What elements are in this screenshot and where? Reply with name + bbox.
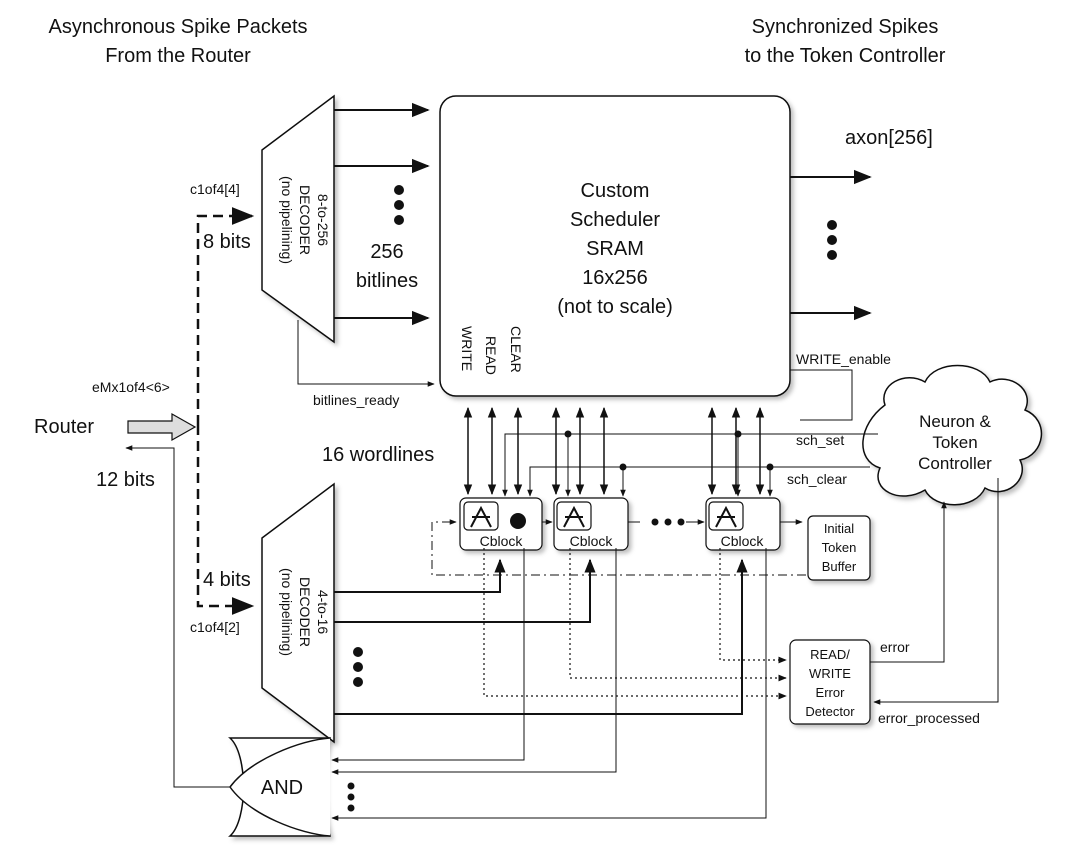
cblock-chain-ellipsis	[651, 518, 685, 526]
error-detector-line2: WRITE	[809, 666, 851, 681]
sram-port-write: WRITE	[459, 326, 475, 371]
and-input-ellipsis	[347, 782, 355, 812]
decoder-bottom-line3: (no pipelining)	[279, 568, 295, 656]
error-wire	[870, 501, 947, 663]
error-processed-label: error_processed	[878, 710, 980, 726]
router-input-arrow	[127, 412, 197, 442]
cblock-2: Cblock	[553, 497, 629, 551]
sram-line3: SRAM	[586, 238, 644, 260]
decoder-bottom	[261, 482, 335, 744]
decoder-top-line1: 8-to-256	[315, 194, 331, 246]
bitlines-ready-wire	[297, 320, 435, 387]
token-dot-icon	[510, 513, 526, 529]
write-enable-label: WRITE_enable	[796, 351, 891, 367]
header-left-line1: Asynchronous Spike Packets	[48, 16, 307, 38]
header-left-line2: From the Router	[105, 45, 251, 67]
controller-line3: Controller	[918, 454, 992, 473]
bits4-label: 4 bits	[203, 569, 251, 591]
router-label: Router	[34, 416, 94, 438]
axon-ellipsis	[827, 220, 837, 260]
c1of4-bottom-label: c1of4[2]	[190, 619, 240, 635]
c1of4-top-label: c1of4[4]	[190, 181, 240, 197]
bitline-ellipsis	[394, 185, 404, 225]
error-detector-line3: Error	[816, 685, 846, 700]
sram-block	[439, 95, 791, 397]
and-output-wire	[125, 445, 230, 788]
error-detector-block	[789, 639, 871, 725]
decoder-bottom-line1: 4-to-16	[315, 590, 331, 635]
wordline-ellipsis	[353, 647, 363, 687]
cblock-2-label: Cblock	[570, 533, 614, 549]
decoder-top	[261, 94, 335, 344]
error-label: error	[880, 639, 910, 655]
sram-label: Custom Scheduler SRAM 16x256 (not to sca…	[557, 180, 673, 318]
sram-line4: 16x256	[582, 267, 648, 289]
sch-set-label: sch_set	[796, 432, 844, 448]
sram-port-clear: CLEAR	[508, 326, 524, 373]
sram-line2: Scheduler	[570, 209, 660, 231]
controller-line2: Token	[932, 433, 977, 452]
neuron-controller-cloud	[862, 364, 1042, 506]
error-detector-line4: Detector	[805, 704, 855, 719]
bitlines-word: bitlines	[356, 270, 418, 292]
c-element-icon	[470, 505, 492, 528]
bus-to-top-decoder	[196, 207, 255, 425]
bitlines-ready-label: bitlines_ready	[313, 392, 399, 408]
token-buffer-line1: Initial	[824, 521, 854, 536]
and-gate-label: AND	[261, 777, 303, 799]
wordlines-label: 16 wordlines	[322, 444, 434, 466]
decoder-top-line3: (no pipelining)	[279, 176, 295, 264]
error-detector-line1: READ/	[810, 647, 850, 662]
sch-set-wire	[502, 433, 878, 497]
write-enable-wire	[790, 369, 853, 421]
c-element-icon	[563, 505, 585, 528]
sram-line5: (not to scale)	[557, 296, 673, 318]
cblock-1: Cblock	[459, 497, 543, 551]
wordline-2	[334, 558, 596, 623]
bits8-label: 8 bits	[203, 231, 251, 253]
error-processed-wire	[873, 478, 999, 705]
token-buffer-line2: Token	[822, 540, 857, 555]
bits12-label: 12 bits	[96, 469, 155, 491]
wordline-1	[334, 558, 506, 593]
cblock-1-label: Cblock	[480, 533, 524, 549]
sram-port-read: READ	[483, 336, 499, 375]
junction-dots	[564, 430, 774, 471]
decoder-top-line2: DECODER	[297, 185, 313, 255]
token-buffer-block	[807, 515, 871, 581]
axon-label: axon[256]	[845, 127, 933, 149]
sch-clear-label: sch_clear	[787, 471, 847, 487]
c-element-icon	[715, 505, 737, 528]
controller-line1: Neuron &	[919, 412, 991, 431]
token-loop-wire	[431, 519, 806, 576]
cblock-3-label: Cblock	[721, 533, 765, 549]
cblock-3: Cblock	[705, 497, 781, 551]
wordline-3	[334, 558, 748, 715]
token-buffer-line3: Buffer	[822, 559, 857, 574]
header-right-line1: Synchronized Spikes	[752, 16, 939, 38]
bitlines-count: 256	[370, 241, 403, 263]
bus-to-bottom-decoder	[196, 425, 255, 615]
header-right-line2: to the Token Controller	[745, 45, 946, 67]
emx-label: eMx1of4<6>	[92, 379, 170, 395]
decoder-bottom-line2: DECODER	[297, 577, 313, 647]
sram-line1: Custom	[581, 180, 650, 202]
